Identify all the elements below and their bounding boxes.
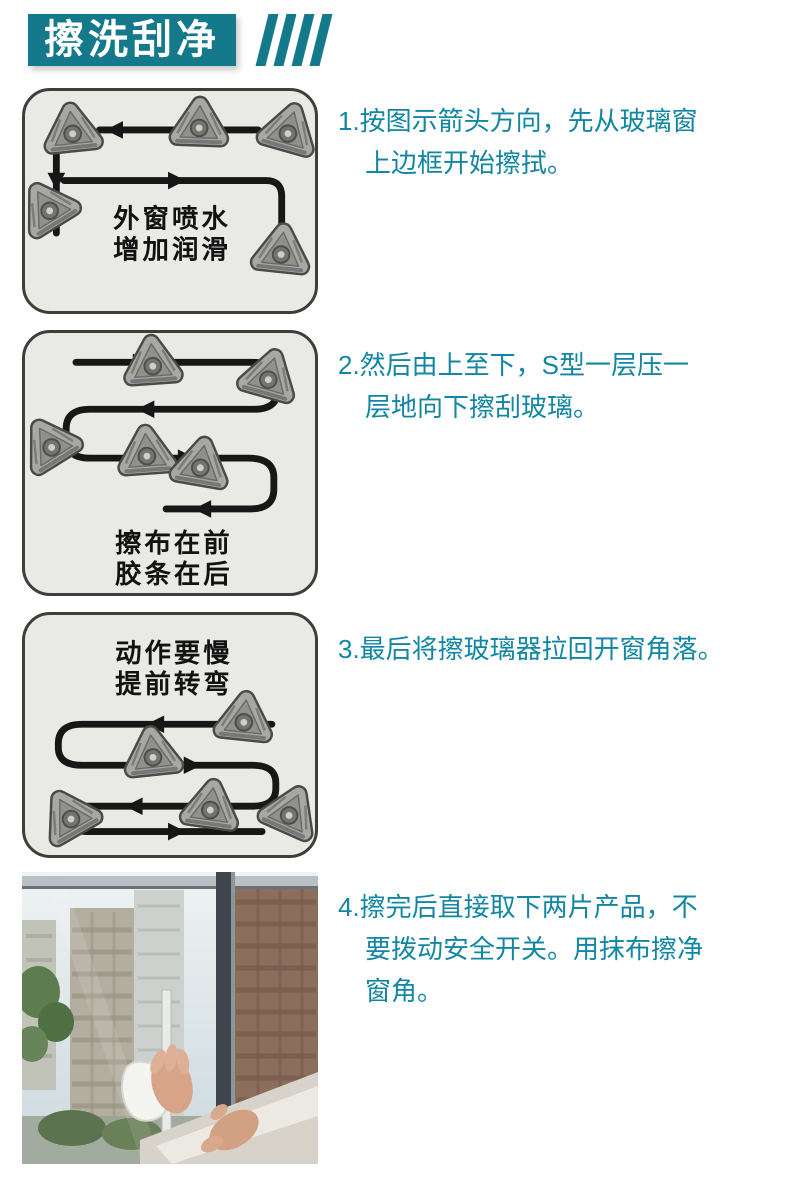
photo-step4 bbox=[22, 872, 318, 1164]
step1-diagram: 外窗喷水 增加润滑 bbox=[25, 94, 315, 277]
illustration-caption: 提前转弯 bbox=[115, 669, 232, 699]
stripe bbox=[309, 14, 333, 66]
illustration-caption: 擦布在前 bbox=[115, 528, 233, 558]
window-cleaner-icon bbox=[114, 421, 179, 477]
window-cleaner-icon bbox=[249, 219, 315, 277]
window-cleaner-icon bbox=[253, 94, 315, 160]
illustration-caption: 增加润滑 bbox=[113, 235, 231, 265]
illustration-step2: 擦布在前 胶条在后 bbox=[22, 330, 318, 596]
step3-diagram: 动作要慢 提前转弯 bbox=[28, 638, 315, 850]
illustration-caption: 外窗喷水 bbox=[113, 203, 231, 233]
step2-text: 2.然后由上至下，S型一层压一 层地向下擦刮玻璃。 bbox=[338, 350, 690, 422]
hand-lower bbox=[200, 1104, 259, 1153]
window-cleaner-icon bbox=[234, 340, 307, 406]
step4-text: 4.擦完后直接取下两片产品，不 要拨动安全开关。用抹布擦净 窗角。 bbox=[338, 892, 704, 1006]
title-badge: 擦洗刮净 bbox=[28, 14, 236, 66]
page-title: 擦洗刮净 bbox=[44, 18, 220, 62]
window-cleaner-icon bbox=[39, 98, 105, 156]
window-cleaner-icon bbox=[25, 404, 87, 479]
illustration-caption: 动作要慢 bbox=[115, 638, 232, 668]
window-cleaner-icon bbox=[168, 94, 231, 148]
window-cleaner-icon bbox=[119, 722, 185, 780]
step3-text: 3.最后将擦玻璃器拉回开窗角落。 bbox=[338, 634, 724, 664]
decor-stripes-icon bbox=[255, 14, 333, 66]
illustration-step3: 动作要慢 提前转弯 bbox=[22, 612, 318, 858]
step1-text: 1.按图示箭头方向，先从玻璃窗 上边框开始擦拭。 bbox=[338, 106, 698, 178]
hand-upper bbox=[150, 1044, 193, 1114]
illustration-step1: 外窗喷水 增加润滑 bbox=[22, 88, 318, 314]
step2-diagram: 擦布在前 胶条在后 bbox=[25, 333, 307, 589]
window-photo bbox=[22, 872, 318, 1164]
window-cleaner-icon bbox=[28, 776, 107, 850]
illustration-caption: 胶条在后 bbox=[115, 559, 233, 589]
